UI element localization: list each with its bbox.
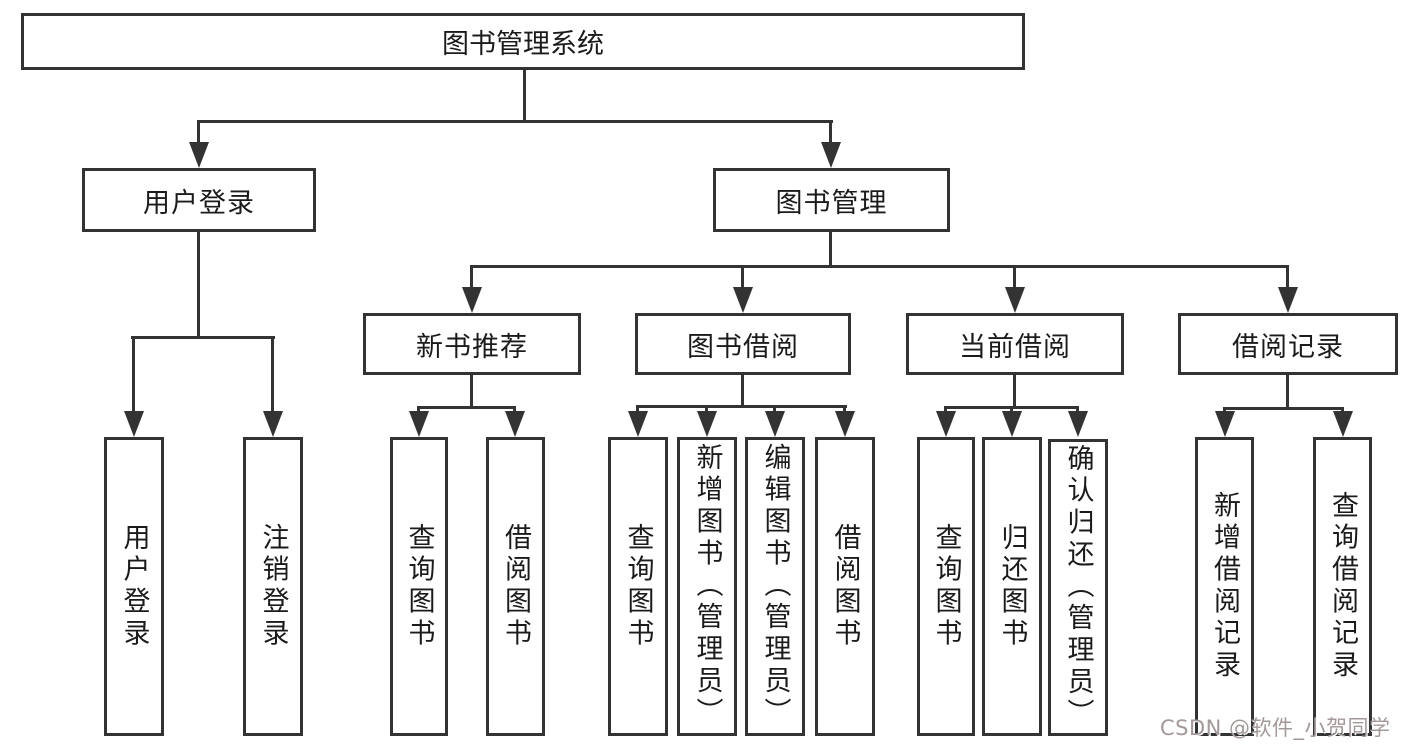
connector-newbooks-stem	[470, 373, 473, 406]
node-leaf-bb-add: 新增图书（管理员）	[677, 437, 737, 736]
node-leaf-bb-borrow-label: 借阅图书	[829, 522, 861, 651]
connector-bookmgmt-stem	[829, 230, 832, 265]
node-leaf-user-login: 用户登录	[104, 437, 164, 736]
arrow-down-connector	[1332, 407, 1353, 437]
node-book-borrow: 图书借阅	[635, 313, 851, 375]
connector-root-branch	[197, 120, 833, 123]
watermark: CSDN @软件_小贺同学	[1160, 716, 1391, 740]
node-book-borrow-label: 图书借阅	[687, 331, 799, 363]
connector-userlogin-stem	[197, 230, 200, 336]
node-leaf-cb-query-label: 查询图书	[930, 522, 962, 651]
node-leaf-cb-confirm-label: 确认归还（管理员）	[1062, 444, 1094, 731]
node-borrow-records: 借阅记录	[1178, 313, 1398, 375]
node-leaf-bb-borrow: 借阅图书	[815, 437, 875, 736]
arrow-down-connector	[820, 120, 841, 168]
node-new-books-label: 新书推荐	[416, 331, 528, 363]
node-new-books: 新书推荐	[363, 313, 581, 375]
node-leaf-cb-return-label: 归还图书	[996, 522, 1028, 651]
arrow-down-connector	[834, 405, 855, 437]
arrow-down-connector	[1001, 406, 1022, 437]
node-leaf-newbooks-borrow-label: 借阅图书	[500, 522, 531, 651]
connector-bookmgmt-branch	[470, 265, 1289, 268]
arrow-down-connector	[1004, 265, 1025, 313]
arrow-down-connector	[935, 406, 956, 437]
node-leaf-cb-query: 查询图书	[917, 437, 975, 736]
node-leaf-logout: 注销登录	[243, 437, 303, 736]
node-leaf-newbooks-query-label: 查询图书	[403, 522, 435, 651]
connector-currentborrow-stem	[1013, 373, 1016, 406]
arrow-down-connector	[627, 405, 648, 437]
node-leaf-newbooks-query: 查询图书	[390, 437, 448, 736]
connector-userlogin-branch	[131, 336, 275, 339]
arrow-down-connector	[504, 406, 525, 437]
node-book-mgmt-label: 图书管理	[775, 187, 888, 219]
arrow-down-connector	[696, 405, 717, 437]
node-leaf-bb-query: 查询图书	[608, 437, 668, 736]
node-leaf-br-query: 查询借阅记录	[1313, 437, 1372, 736]
arrow-down-connector	[1277, 265, 1298, 313]
arrow-down-connector	[188, 120, 209, 168]
node-leaf-bb-add-label: 新增图书（管理员）	[691, 443, 723, 730]
node-current-borrow: 当前借阅	[906, 313, 1124, 375]
arrow-down-connector	[732, 265, 753, 313]
node-leaf-br-add: 新增借阅记录	[1195, 437, 1254, 736]
node-leaf-br-query-label: 查询借阅记录	[1327, 490, 1358, 683]
node-leaf-cb-confirm: 确认归还（管理员）	[1048, 439, 1108, 736]
node-leaf-newbooks-borrow: 借阅图书	[486, 437, 545, 736]
arrow-down-connector	[764, 405, 785, 437]
connector-borrowrecords-branch	[1223, 407, 1344, 410]
connector-bookborrow-branch	[636, 405, 847, 408]
arrow-down-connector	[461, 265, 482, 313]
node-leaf-cb-return: 归还图书	[982, 437, 1042, 736]
arrow-down-connector	[123, 336, 144, 437]
arrow-down-connector	[408, 406, 429, 437]
connector-newbooks-branch	[417, 406, 516, 409]
arrow-down-connector	[262, 336, 283, 437]
node-leaf-bb-edit: 编辑图书（管理员）	[745, 437, 805, 736]
arrow-down-connector	[1067, 406, 1088, 437]
node-borrow-records-label: 借阅记录	[1232, 331, 1344, 363]
node-book-mgmt: 图书管理	[713, 168, 950, 232]
node-leaf-user-login-label: 用户登录	[118, 522, 150, 651]
node-root-label: 图书管理系统	[442, 29, 604, 60]
node-leaf-logout-label: 注销登录	[257, 522, 289, 651]
node-leaf-bb-edit-label: 编辑图书（管理员）	[759, 443, 791, 730]
node-user-login-label: 用户登录	[143, 187, 255, 219]
connector-borrowrecords-stem	[1286, 373, 1289, 407]
connector-bookborrow-stem	[741, 373, 744, 405]
connector-root-stem	[523, 69, 526, 120]
node-root: 图书管理系统	[21, 13, 1025, 70]
arrow-down-connector	[1214, 407, 1235, 437]
node-leaf-br-add-label: 新增借阅记录	[1209, 490, 1240, 683]
node-leaf-bb-query-label: 查询图书	[622, 522, 654, 651]
node-user-login: 用户登录	[82, 168, 316, 232]
node-current-borrow-label: 当前借阅	[959, 331, 1071, 363]
